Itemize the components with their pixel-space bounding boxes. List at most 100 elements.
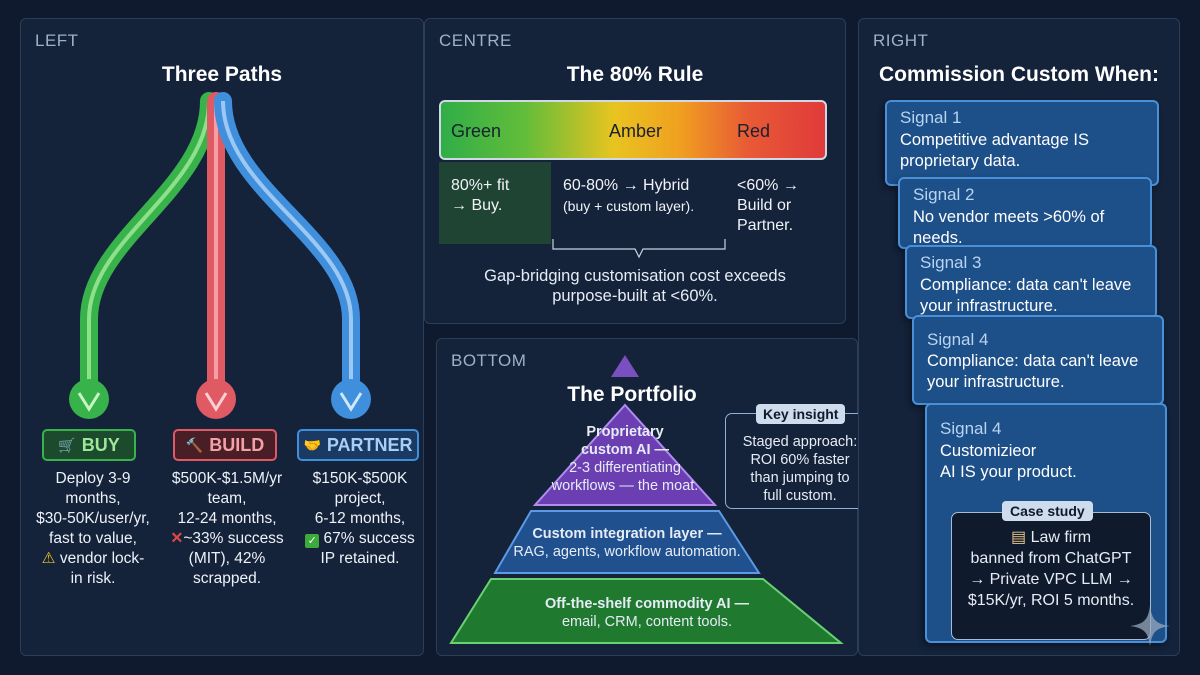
build-label: 🔨 BUILD xyxy=(173,429,277,461)
desc-line: in risk. xyxy=(70,570,116,587)
desc-line-text: vendor lock- xyxy=(59,550,145,567)
tier-head: Custom integration layer — xyxy=(532,526,722,542)
desc-line: project, xyxy=(334,490,386,507)
desc-line: IP retained. xyxy=(320,550,400,567)
cross-icon: ✕ xyxy=(170,530,184,547)
panel-tag: RIGHT xyxy=(873,31,929,50)
desc-line: months, xyxy=(65,490,121,507)
desc-line: ⚠ vendor lock- xyxy=(25,549,161,569)
desc-line: 6-12 months, xyxy=(314,510,406,527)
tier-line: workflows — the moat. xyxy=(551,478,699,494)
tier-line: 2-3 differentiating xyxy=(569,460,681,476)
key-insight-text: Staged approach: ROI 60% faster than jum… xyxy=(726,433,874,505)
fit-line: Partner. xyxy=(737,217,794,234)
gap-note-line: Gap-bridging customisation cost exceeds xyxy=(484,267,786,285)
signal-line: needs. xyxy=(913,229,963,247)
tier-commodity-text: Off-the-shelf commodity AI — email, CRM,… xyxy=(477,595,817,631)
pyramid-tier-commodity xyxy=(449,578,844,644)
desc-line-text: 67% success xyxy=(323,530,415,547)
hammer-icon: 🔨 xyxy=(185,436,204,453)
left-panel: LEFT Three Paths 🛒 BUY 🔨 BUILD 🤝 PARTNER… xyxy=(20,18,424,656)
signal-text: Compliance: data can't leave your infras… xyxy=(920,275,1147,317)
tier-line: RAG, agents, workflow automation. xyxy=(513,544,741,560)
desc-line: 12-24 months, xyxy=(177,510,277,527)
desc-line: Deploy 3-9 xyxy=(55,470,131,487)
desc-line: ✕~33% success xyxy=(159,529,295,549)
buy-path-arrow xyxy=(80,92,218,400)
paths-diagram xyxy=(69,92,371,419)
pyramid-tier-integration xyxy=(493,510,761,574)
tier-proprietary-text: Proprietary custom AI — 2-3 differentiat… xyxy=(541,423,709,495)
desc-line: team, xyxy=(207,490,247,507)
key-insight-tag: Key insight xyxy=(756,404,846,424)
signal-number: Signal 4 xyxy=(927,330,989,349)
fit-line: 80%+ fit xyxy=(451,177,510,194)
tier-head: Proprietary xyxy=(586,424,664,440)
tier-line: email, CRM, content tools. xyxy=(561,614,733,630)
build-description: $500K-$1.5M/yr team, 12-24 months, ✕~33%… xyxy=(159,469,295,589)
signal-text: Compliance: data can't leave your infras… xyxy=(927,351,1154,393)
tier-line: custom AI — xyxy=(580,442,670,458)
signal-card-1: Signal 1 Competitive advantage IS propri… xyxy=(885,100,1159,186)
signal-line: your infrastructure. xyxy=(927,373,1065,391)
gap-note-line: purpose-built at <60%. xyxy=(552,287,718,305)
signal-number: Signal 2 xyxy=(913,185,975,204)
signal-number: Signal 3 xyxy=(920,253,982,272)
case-line: banned from ChatGPT xyxy=(970,550,1132,567)
signal-line: Customizieor xyxy=(940,442,1037,460)
rag-label-amber: Amber xyxy=(609,121,663,141)
signal-line: AI IS your product. xyxy=(940,463,1077,481)
panel-title: Three Paths xyxy=(161,63,283,86)
partner-label: 🤝 PARTNER xyxy=(297,429,419,461)
signal-card-2: Signal 2 No vendor meets >60% of needs. xyxy=(898,177,1152,249)
desc-line: (MIT), 42% xyxy=(188,550,266,567)
check-icon: ✓ xyxy=(305,534,320,548)
gap-note: Gap-bridging customisation cost exceeds … xyxy=(425,266,845,306)
fit-line: <60% → xyxy=(737,177,799,194)
fit-line: 60-80% → Hybrid xyxy=(563,177,690,194)
signal-card-4: Signal 4 Compliance: data can't leave yo… xyxy=(912,315,1164,405)
signal-line: No vendor meets >60% of xyxy=(913,208,1105,226)
case-line-text: Law firm xyxy=(1030,529,1092,546)
panel-tag: BOTTOM xyxy=(451,351,527,370)
panel-title: Commission Custom When: xyxy=(878,63,1159,86)
fit-line: Build or xyxy=(737,197,792,214)
desc-line-text: ~33% success xyxy=(183,530,284,547)
build-label-text: BUILD xyxy=(209,434,265,455)
insight-line: Staged approach: xyxy=(742,434,858,450)
partner-path-end xyxy=(331,379,371,419)
desc-line: ✓ 67% success xyxy=(295,529,425,549)
fit-line: → Buy. xyxy=(451,197,503,214)
signal-line: Competitive advantage IS xyxy=(900,131,1089,149)
rag-gradient-bar: Green Amber Red xyxy=(439,100,827,160)
signal-number: Signal 1 xyxy=(900,108,962,127)
desc-line: $500K-$1.5M/yr xyxy=(171,470,283,487)
insight-line: than jumping to xyxy=(750,470,850,486)
sparkle-icon xyxy=(1130,606,1170,646)
buy-path-end xyxy=(69,379,109,419)
warning-icon: ⚠ xyxy=(41,550,56,567)
centre-panel: CENTRE The 80% Rule Green Amber Red 80%+… xyxy=(424,18,846,324)
tier-head: Off-the-shelf commodity AI — xyxy=(544,596,750,612)
key-insight-callout: Key insight Staged approach: ROI 60% fas… xyxy=(725,404,875,509)
buy-description: Deploy 3-9 months, $30-50K/user/yr, fast… xyxy=(25,469,161,589)
buy-label: 🛒 BUY xyxy=(42,429,136,461)
brace-connector xyxy=(552,239,726,259)
fit-line: (buy + custom layer). xyxy=(563,198,695,214)
handshake-icon: 🤝 xyxy=(303,436,321,453)
insight-line: ROI 60% faster xyxy=(750,452,850,468)
signal-text: No vendor meets >60% of needs. xyxy=(913,207,1142,247)
panel-tag: LEFT xyxy=(35,31,79,50)
signal-text: Customizieor AI IS your product. xyxy=(940,441,1157,483)
fit-column-buy: 80%+ fit → Buy. xyxy=(451,176,509,216)
rag-label-red: Red xyxy=(737,121,771,141)
portfolio-pyramid xyxy=(449,355,844,644)
desc-line: $150K-$500K xyxy=(312,470,408,487)
green-fit-zone xyxy=(439,162,551,244)
signal-card-3: Signal 3 Compliance: data can't leave yo… xyxy=(905,245,1157,319)
bottom-panel: BOTTOM The Portfolio Proprietary custom … xyxy=(436,338,875,656)
fit-column-build: <60% → Build or Partner. xyxy=(737,176,799,236)
pyramid-apex xyxy=(611,355,639,377)
desc-line: $30-50K/user/yr, xyxy=(36,510,150,527)
signal-line: your infrastructure. xyxy=(920,297,1058,315)
